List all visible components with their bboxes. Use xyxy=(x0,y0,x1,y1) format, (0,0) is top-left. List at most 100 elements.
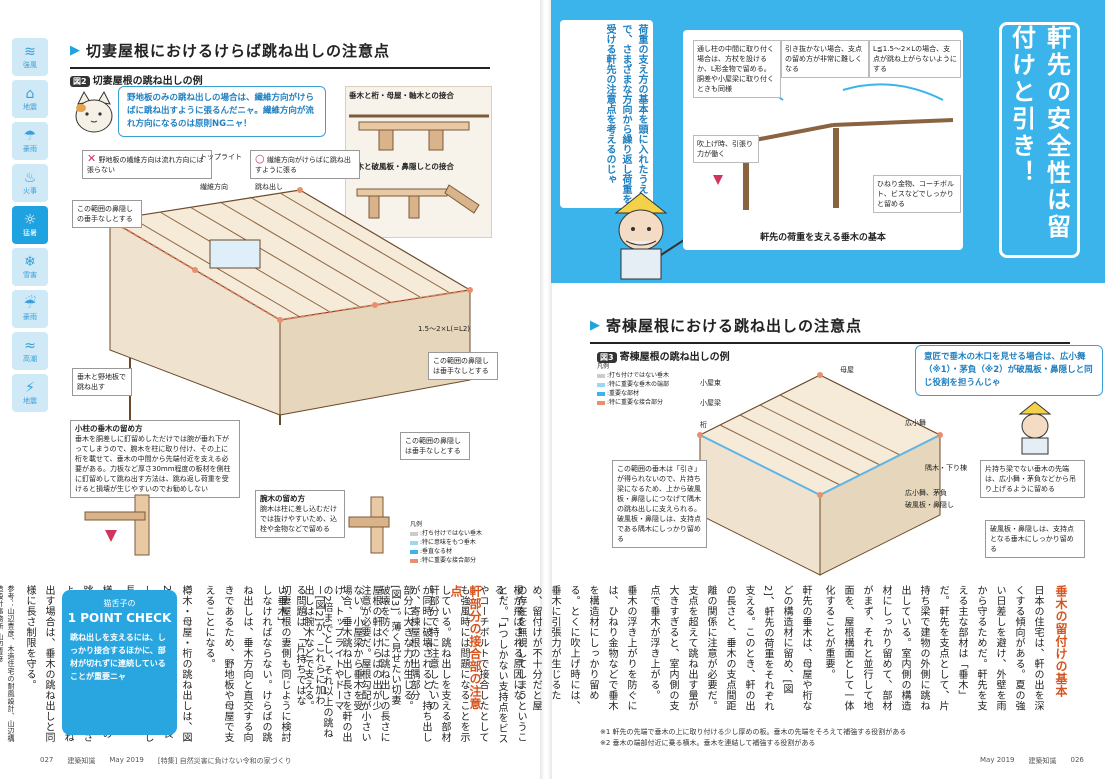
tab-label: 猛暑 xyxy=(23,228,37,237)
o-note: ○ 繊維方向がけらばに跳ね出すように張る xyxy=(250,150,360,179)
figure-caption: 切妻屋根の跳ね出しの例 xyxy=(92,76,203,87)
tab-label: 地震 xyxy=(23,396,37,405)
fiber-direction-label: 繊維方向 xyxy=(200,183,228,191)
fire-icon: ♨ xyxy=(23,169,37,186)
point-author: 猫舌子の xyxy=(103,599,136,608)
cat-mascot-image xyxy=(68,90,118,140)
panel-text-2: 引き抜かない場合、支点の留め方が非常に難しくなる xyxy=(781,40,869,78)
udegi-body: 腕木は柱に差し込むだけでは抜けやすいため、込栓や金物などで留める xyxy=(260,505,337,533)
page-number: 027 xyxy=(40,756,54,764)
tab-label: 火事 xyxy=(23,186,37,195)
panel-text-5: ひねり金物、コーチボルト、ビスなどでしっかりと留める xyxy=(873,175,961,213)
tab-rain[interactable]: ☂豪雨 xyxy=(12,122,48,160)
body-heading: 軒部分の接合部の注意点 xyxy=(449,585,482,710)
detail-title-1: 垂木と桁・母屋・軸木との接合 xyxy=(349,91,454,100)
body-column: 破壊を防ぐには跳ね出しの長さに注意が必要だ。屋根勾配が小さい場合、垂木跳ね出し長… xyxy=(302,585,389,743)
hero-intro: 荷重の支え方の基本を頭に入れたうえで、さまざまな方向から繰り返し荷重を受ける軒先… xyxy=(560,20,653,208)
right-callout-1: 片持ち梁でない垂木の先端は、広小舞・茅負などから吊り上げるように留める xyxy=(980,460,1085,498)
joint-diagram-1 xyxy=(349,114,489,151)
legend-swatch xyxy=(597,382,605,387)
koshira-note: 小柱の垂木の留め方 垂木を胴差しに釘留めしただけでは腕が垂れ下がってしまうので、… xyxy=(70,420,240,498)
body-column: 軒先の垂木は、母屋や桁などの構造材に留め、[図2]、軒先の荷重をそれぞれ支える。… xyxy=(648,585,811,712)
body-column: 切妻屋根の妻側も同じように検討しなければならない。けらばの跳ね出しは、垂木方向と… xyxy=(203,585,290,743)
point-text: 跳ね出しを支えるには、しっかり接合するほかに、部材が切れずに連続していることが重… xyxy=(70,633,166,681)
legend-text: :重要な部材 xyxy=(607,390,640,397)
legend-item: :打ち付けではない垂木 xyxy=(597,371,687,380)
right-body-text: 垂木の留付けの基本 日本の住宅は、軒の出を深くする傾向がある。夏の強い日差しを避… xyxy=(275,585,1070,725)
legend-swatch xyxy=(597,391,605,396)
footnote-2: ※2 垂木の端部付近に乗る横木。垂木を連結して補強する役割がある xyxy=(600,739,816,747)
figure-caption: 寄棟屋根の跳ね出しの例 xyxy=(619,352,730,363)
legend-text: :打ち付けではない垂木 xyxy=(607,372,670,379)
left-legend: 凡例 :打ち付けではない垂木:特に意味をもつ垂木:垂直なる材:特に重要な接合部分 xyxy=(410,520,490,565)
label-hafuita: 破風板・鼻隠し xyxy=(905,501,954,509)
tab-heavy-rain[interactable]: ☔豪雨 xyxy=(12,290,48,328)
right-section-title: 寄棟屋根における跳ね出しの注意点 xyxy=(606,317,863,335)
koshira-body: 垂木を胴差しに釘留めしただけでは腕が垂れ下がってしまうので、腕木を柱に取り付け、… xyxy=(75,435,231,493)
professor-small-image xyxy=(1010,400,1060,455)
tab-wind[interactable]: ≋強風 xyxy=(12,38,48,76)
tab-label: 豪雨 xyxy=(23,144,37,153)
x-note: ✕ 野地板の繊維方向は流れ方向には張らない xyxy=(82,150,212,179)
udegi-note: 腕木の留め方 腕木は柱に差し込むだけでは抜けやすいため、込栓や金物などで留める xyxy=(255,490,345,538)
udegi-title: 腕木の留め方 xyxy=(260,494,305,503)
tab-wave[interactable]: ≈高潮 xyxy=(12,332,48,370)
joint-diagram-2 xyxy=(356,184,480,219)
label-hirokomai: 広小舞 xyxy=(905,419,926,427)
section-rule xyxy=(590,342,1070,344)
label-koyazuka: 小屋束 xyxy=(700,379,721,387)
right-legend: 凡例 :打ち付けではない垂木:特に重要な垂木の端部:重要な部材:特に重要な接合部… xyxy=(597,362,687,407)
x-mark-icon: ✕ xyxy=(87,152,97,165)
cat-speech-bubble: 野地板のみの跳ね出しの場合は、繊維方向がけらばに跳ね出すように張るんだニャ。繊維… xyxy=(118,86,326,137)
footnotes: ※1 軒先の先端で垂木の上に取り付ける少し厚めの板。垂木の先端をそろえて補強する… xyxy=(600,727,1080,749)
label-sumiki: 隅木・下り棟 xyxy=(925,464,967,472)
right-section-header: ▶ 寄棟屋根における跳ね出しの注意点 xyxy=(590,315,1070,344)
figure-tag: 図2 xyxy=(70,76,90,87)
feature-label: [特集] 自然災害に負けない令和の家づくり xyxy=(157,757,292,765)
panel-text-4: 吹上げ時、引張り力が働く xyxy=(693,135,759,163)
arrow-icon: ▶ xyxy=(590,318,600,333)
right-callout-2: 破風板・鼻隠しは、支持点となる垂木にしっかり留める xyxy=(985,520,1085,558)
left-footer: 027 建築知識 May 2019 [特集] 自然災害に負けない令和の家づくり xyxy=(40,756,292,766)
legend-text: :特に重要な接合部分 xyxy=(607,399,664,406)
wave-icon: ≈ xyxy=(24,337,36,354)
x-note-text: 野地板の繊維方向は流れ方向には張らない xyxy=(87,156,204,174)
legend-text: :特に意味をもつ垂木 xyxy=(420,539,476,546)
sun-icon: ☼ xyxy=(23,211,37,228)
detail-box: 垂木と桁・母屋・軸木との接合 垂木と破風板・鼻隠しとの接合 xyxy=(345,86,492,238)
legend-text: :特に重要な垂木の端部 xyxy=(607,381,670,388)
tab-house[interactable]: ⌂地震 xyxy=(12,80,48,118)
section-rule xyxy=(70,67,490,69)
udegi-figure xyxy=(345,495,405,555)
tab-label: 強風 xyxy=(23,60,37,69)
tab-snow[interactable]: ❄雪害 xyxy=(12,248,48,286)
body-column: 日本の住宅は、軒の出を深くする傾向がある。夏の強い日差しを避け、外壁を雨から守る… xyxy=(823,585,1043,711)
tab-quake[interactable]: ⚡地震 xyxy=(12,374,48,412)
heavy-rain-icon: ☔ xyxy=(23,295,37,312)
house-icon: ⌂ xyxy=(25,85,35,102)
figure-tag: 図3 xyxy=(597,352,617,363)
legend-swatch xyxy=(597,400,605,405)
right-callout-1: この範囲の鼻隠しは垂手なしとする xyxy=(428,352,498,380)
label-moya: 母屋 xyxy=(840,366,854,374)
gable-roof-illustration xyxy=(70,180,490,425)
body-column: の存在を無視してしまうということだ。「1つしかない支持点をビスやコーチボルトで接… xyxy=(401,585,526,745)
left-section-title: 切妻屋根におけるけらば跳ね出しの注意点 xyxy=(86,42,391,60)
hip-roof-illustration xyxy=(680,365,960,580)
koshira-title: 小柱の垂木の留め方 xyxy=(75,424,143,433)
legend-swatch xyxy=(410,549,418,554)
legend-title: 凡例 xyxy=(410,521,423,528)
legend-swatch xyxy=(597,373,605,378)
page-number: 026 xyxy=(1070,756,1084,764)
tab-fire[interactable]: ♨火事 xyxy=(12,164,48,202)
dimension-label: 1.5～2×L(=L2) xyxy=(418,325,471,333)
label-hirokomai-kayaoi: 広小舞、茅負 xyxy=(905,489,947,497)
left-section-header: ▶ 切妻屋根におけるけらば跳ね出しの注意点 xyxy=(70,40,490,69)
snow-icon: ❄ xyxy=(24,253,36,270)
issue-label: May 2019 xyxy=(109,756,144,764)
label-keta: 桁 xyxy=(700,421,707,429)
professor-speech-bubble: 意匠で垂木の木口を見せる場合は、広小舞（※1）・茅負（※2）が破風板・鼻隠しと同… xyxy=(915,345,1103,396)
tab-sun[interactable]: ☼猛暑 xyxy=(12,206,48,244)
